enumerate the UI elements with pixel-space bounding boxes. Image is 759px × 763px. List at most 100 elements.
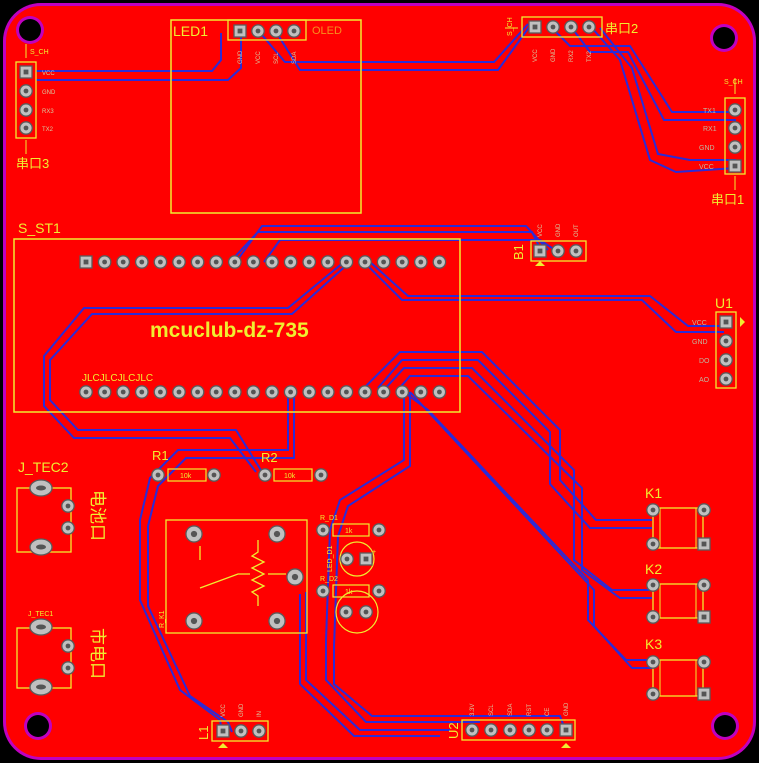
k1-pad-1[interactable] [646, 503, 660, 517]
mcu-top-pin-9[interactable] [227, 255, 242, 269]
uart3-pin-3[interactable] [19, 103, 33, 117]
rd2-pad-1[interactable] [316, 584, 330, 598]
mcu-bottom-pin-1[interactable] [79, 385, 93, 399]
mcu-bottom-pin-20[interactable] [432, 385, 447, 399]
l1-pin-2[interactable] [234, 724, 248, 738]
uart1-pin-1[interactable] [728, 103, 742, 117]
mcu-top-pin-19[interactable] [413, 255, 428, 269]
mcu-top-pin-15[interactable] [339, 255, 354, 269]
mcu-top-pin-11[interactable] [265, 255, 279, 269]
uart2-pin-1[interactable] [528, 20, 542, 34]
r1-pad-2[interactable] [207, 468, 221, 482]
u1-pin-2[interactable] [719, 334, 733, 348]
jtec1-pad-4[interactable] [61, 661, 75, 675]
l1-pin-3[interactable] [252, 724, 266, 738]
mcu-top-pin-2[interactable] [97, 255, 112, 269]
u1-pin-1[interactable] [719, 315, 733, 329]
mcu-top-pin-18[interactable] [395, 255, 410, 269]
mcu-top-pin-4[interactable] [134, 255, 149, 269]
u1-pin-4[interactable] [719, 372, 733, 386]
uart1-pin-4[interactable] [728, 159, 742, 173]
mcu-top-pin-1[interactable] [79, 255, 93, 269]
mcu-bottom-pin-6[interactable] [172, 385, 186, 399]
u2-pin-4[interactable] [522, 723, 536, 737]
mcu-top-pin-5[interactable] [153, 255, 168, 269]
mcu-bottom-pin-11[interactable] [265, 385, 279, 399]
uart3-pin-1[interactable] [19, 65, 33, 79]
d2-pad-2[interactable] [359, 605, 373, 619]
jtec2-pad-4[interactable] [61, 521, 75, 535]
mcu-bottom-pin-12[interactable] [283, 385, 298, 399]
uart3-pin-2[interactable] [19, 84, 33, 98]
r2-pad-1[interactable] [258, 468, 272, 482]
k3-pad-2[interactable] [697, 655, 711, 669]
r1-pad-1[interactable] [151, 468, 165, 482]
oled-pin-3[interactable] [269, 24, 283, 38]
mcu-bottom-pin-17[interactable] [376, 385, 391, 399]
rd2-pad-2[interactable] [372, 584, 386, 598]
b1-pin-3[interactable] [569, 244, 583, 258]
u2-pin-6[interactable] [559, 723, 573, 737]
k3-pad-3[interactable] [646, 687, 660, 701]
u1-pin-3[interactable] [719, 353, 733, 367]
mcu-bottom-pin-19[interactable] [413, 385, 428, 399]
mcu-bottom-pin-8[interactable] [209, 385, 224, 399]
uart2-pin-4[interactable] [582, 20, 596, 34]
mcu-bottom-pin-2[interactable] [97, 385, 112, 399]
mcu-top-pin-7[interactable] [190, 255, 205, 269]
d1-pad-2[interactable] [359, 552, 373, 566]
b1-pin-1[interactable] [533, 244, 547, 258]
uart1-pin-3[interactable] [728, 140, 742, 154]
mcu-top-pin-12[interactable] [283, 255, 298, 269]
r2-pad-2[interactable] [314, 468, 328, 482]
oled-pin-1[interactable] [233, 24, 247, 38]
k2-pad-1[interactable] [646, 578, 660, 592]
uart2-pin-3[interactable] [564, 20, 578, 34]
mcu-bottom-pin-10[interactable] [246, 385, 261, 399]
mcu-top-pin-8[interactable] [209, 255, 224, 269]
mcu-bottom-pin-7[interactable] [190, 385, 205, 399]
rd1-pad-1[interactable] [316, 523, 330, 537]
u2-pin-3[interactable] [503, 723, 517, 737]
uart3-pin-4[interactable] [19, 121, 33, 135]
oled-pin-4[interactable] [287, 24, 301, 38]
k2-pad-2[interactable] [697, 578, 711, 592]
k1-pad-3[interactable] [646, 537, 660, 551]
mcu-top-pin-3[interactable] [116, 255, 131, 269]
mcu-bottom-pin-4[interactable] [134, 385, 149, 399]
d2-pad-1[interactable] [339, 605, 353, 619]
jtec1-pad-3[interactable] [61, 639, 75, 653]
mcu-top-pin-14[interactable] [320, 255, 335, 269]
mcu-top-pin-16[interactable] [358, 255, 372, 269]
k2-pad-4[interactable] [697, 610, 711, 624]
mcu-bottom-pin-3[interactable] [116, 385, 131, 399]
mcu-top-pin-20[interactable] [432, 255, 447, 269]
l1-pin-1[interactable] [216, 724, 230, 738]
u2-pin-2[interactable] [484, 723, 498, 737]
d1-pad-1[interactable] [340, 552, 354, 566]
k3-pad-1[interactable] [646, 655, 660, 669]
k1-pad-2[interactable] [697, 503, 711, 517]
mcu-bottom-pin-16[interactable] [358, 385, 372, 399]
mcu-bottom-pin-14[interactable] [320, 385, 335, 399]
oled-pin-2[interactable] [251, 24, 265, 38]
mcu-bottom-pin-9[interactable] [227, 385, 242, 399]
k2-pad-3[interactable] [646, 610, 660, 624]
rd1-pad-2[interactable] [372, 523, 386, 537]
uart1-pin-2[interactable] [728, 121, 742, 135]
mcu-top-pin-6[interactable] [172, 255, 186, 269]
u2-pin-5[interactable] [540, 723, 554, 737]
mcu-top-pin-13[interactable] [302, 255, 317, 269]
mcu-bottom-pin-13[interactable] [302, 385, 317, 399]
mcu-bottom-pin-5[interactable] [153, 385, 168, 399]
k3-pad-4[interactable] [697, 687, 711, 701]
b1-pin-2[interactable] [551, 244, 565, 258]
u2-pin-1[interactable] [465, 723, 479, 737]
uart2-pin-2[interactable] [546, 20, 560, 34]
jtec2-pad-3[interactable] [61, 499, 75, 513]
mcu-bottom-pin-15[interactable] [339, 385, 354, 399]
k1-pad-4[interactable] [697, 537, 711, 551]
mcu-top-pin-10[interactable] [246, 255, 261, 269]
mcu-top-pin-17[interactable] [376, 255, 391, 269]
mcu-bottom-pin-18[interactable] [395, 385, 410, 399]
